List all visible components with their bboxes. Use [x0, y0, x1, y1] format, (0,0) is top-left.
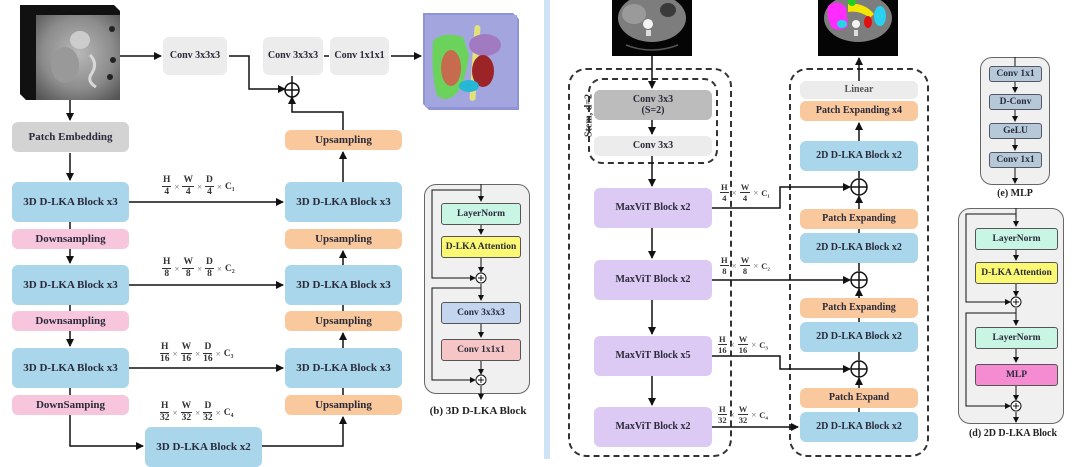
downsampling-2: Downsampling — [12, 311, 129, 331]
patch-expanding-1: Patch Expanding — [800, 209, 918, 229]
patch-embedding: Patch Embedding — [12, 122, 129, 152]
3d-dlka-attention: D-LKA Attention — [441, 236, 521, 258]
sum-node-left-top — [284, 82, 300, 98]
ct-volume-image — [10, 5, 120, 100]
upsampling-top: Upsampling — [285, 130, 402, 150]
panel-divider — [544, 0, 550, 459]
mlp-conv-1x1-a: Conv 1x1 — [989, 66, 1042, 82]
linear-layer: Linear — [800, 81, 918, 99]
decoder-block-1: 3D D-LKA Block x3 — [285, 182, 402, 222]
maxvit-block-2: MaxViT Block x2 — [594, 260, 712, 300]
ct-slice-image — [612, 0, 692, 56]
2d-dlka-block-top: 2D D-LKA Block x2 — [800, 141, 918, 171]
decoder-block-2: 3D D-LKA Block x3 — [285, 265, 402, 305]
stem-label: Stem, d=2 — [583, 94, 595, 137]
2d-layernorm-2: LayerNorm — [975, 327, 1058, 349]
maxvit-block-1: MaxViT Block x2 — [594, 188, 712, 228]
2d-dlka-block-bottom: 2D D-LKA Block x2 — [800, 412, 918, 442]
conv-3x3x3-skip: Conv 3x3x3 — [163, 37, 227, 75]
mlp-conv-1x1-b: Conv 1x1 — [989, 152, 1042, 168]
stem-conv-3x3: Conv 3x3 — [594, 136, 712, 156]
stem-region — [588, 78, 718, 164]
maxvit-block-3: MaxViT Block x5 — [594, 336, 712, 376]
patch-expanding-2: Patch Expanding — [800, 298, 918, 318]
2d-mlp: MLP — [975, 364, 1058, 386]
stem-conv-3x3-s2: Conv 3x3 (S=2) — [594, 90, 712, 120]
2d-layernorm-1: LayerNorm — [975, 228, 1058, 250]
stem-conv-line1: Conv 3x3 — [632, 93, 674, 105]
encoder-block-2: 3D D-LKA Block x3 — [12, 265, 129, 305]
organ-3d-render-image — [423, 13, 519, 110]
patch-expanding-x4: Patch Expanding x4 — [800, 101, 918, 121]
3d-conv-3x3x3: Conv 3x3x3 — [441, 302, 521, 324]
upsampling-1: Upsampling — [285, 229, 402, 249]
mlp-caption: (e) MLP — [997, 188, 1033, 199]
mlp-dconv: D-Conv — [989, 94, 1042, 110]
decoder-block-3: 3D D-LKA Block x3 — [285, 348, 402, 388]
3d-dlka-block-caption: (b) 3D D-LKA Block — [429, 405, 527, 417]
2d-dlka-block-3: 2D D-LKA Block x2 — [800, 322, 918, 352]
2d-dlka-attention: D-LKA Attention — [975, 262, 1058, 284]
bottleneck-block: 3D D-LKA Block x2 — [145, 427, 262, 467]
patch-expand: Patch Expand — [800, 388, 918, 408]
encoder-block-3: 3D D-LKA Block x3 — [12, 348, 129, 388]
conv-1x1x1-head: Conv 1x1x1 — [330, 37, 389, 75]
downsampling-3: DownSamping — [12, 395, 129, 415]
mlp-gelu: GeLU — [989, 123, 1042, 139]
3d-conv-1x1x1: Conv 1x1x1 — [441, 339, 521, 361]
upsampling-2: Upsampling — [285, 311, 402, 331]
2d-dlka-block-2: 2D D-LKA Block x2 — [800, 233, 918, 263]
3d-layernorm: LayerNorm — [441, 203, 521, 225]
2d-dlka-block-caption: (d) 2D D-LKA Block — [968, 428, 1058, 439]
encoder-block-1: 3D D-LKA Block x3 — [12, 182, 129, 222]
downsampling-1: Downsampling — [12, 229, 129, 249]
conv-3x3x3-head: Conv 3x3x3 — [263, 37, 323, 75]
stem-conv-line2: (S=2) — [641, 105, 665, 116]
segmentation-mask-image — [818, 0, 898, 56]
maxvit-block-4: MaxViT Block x2 — [594, 407, 712, 447]
upsampling-3: Upsampling — [285, 395, 402, 415]
line-up-to-sum — [288, 96, 344, 130]
encoder-region — [568, 68, 732, 457]
